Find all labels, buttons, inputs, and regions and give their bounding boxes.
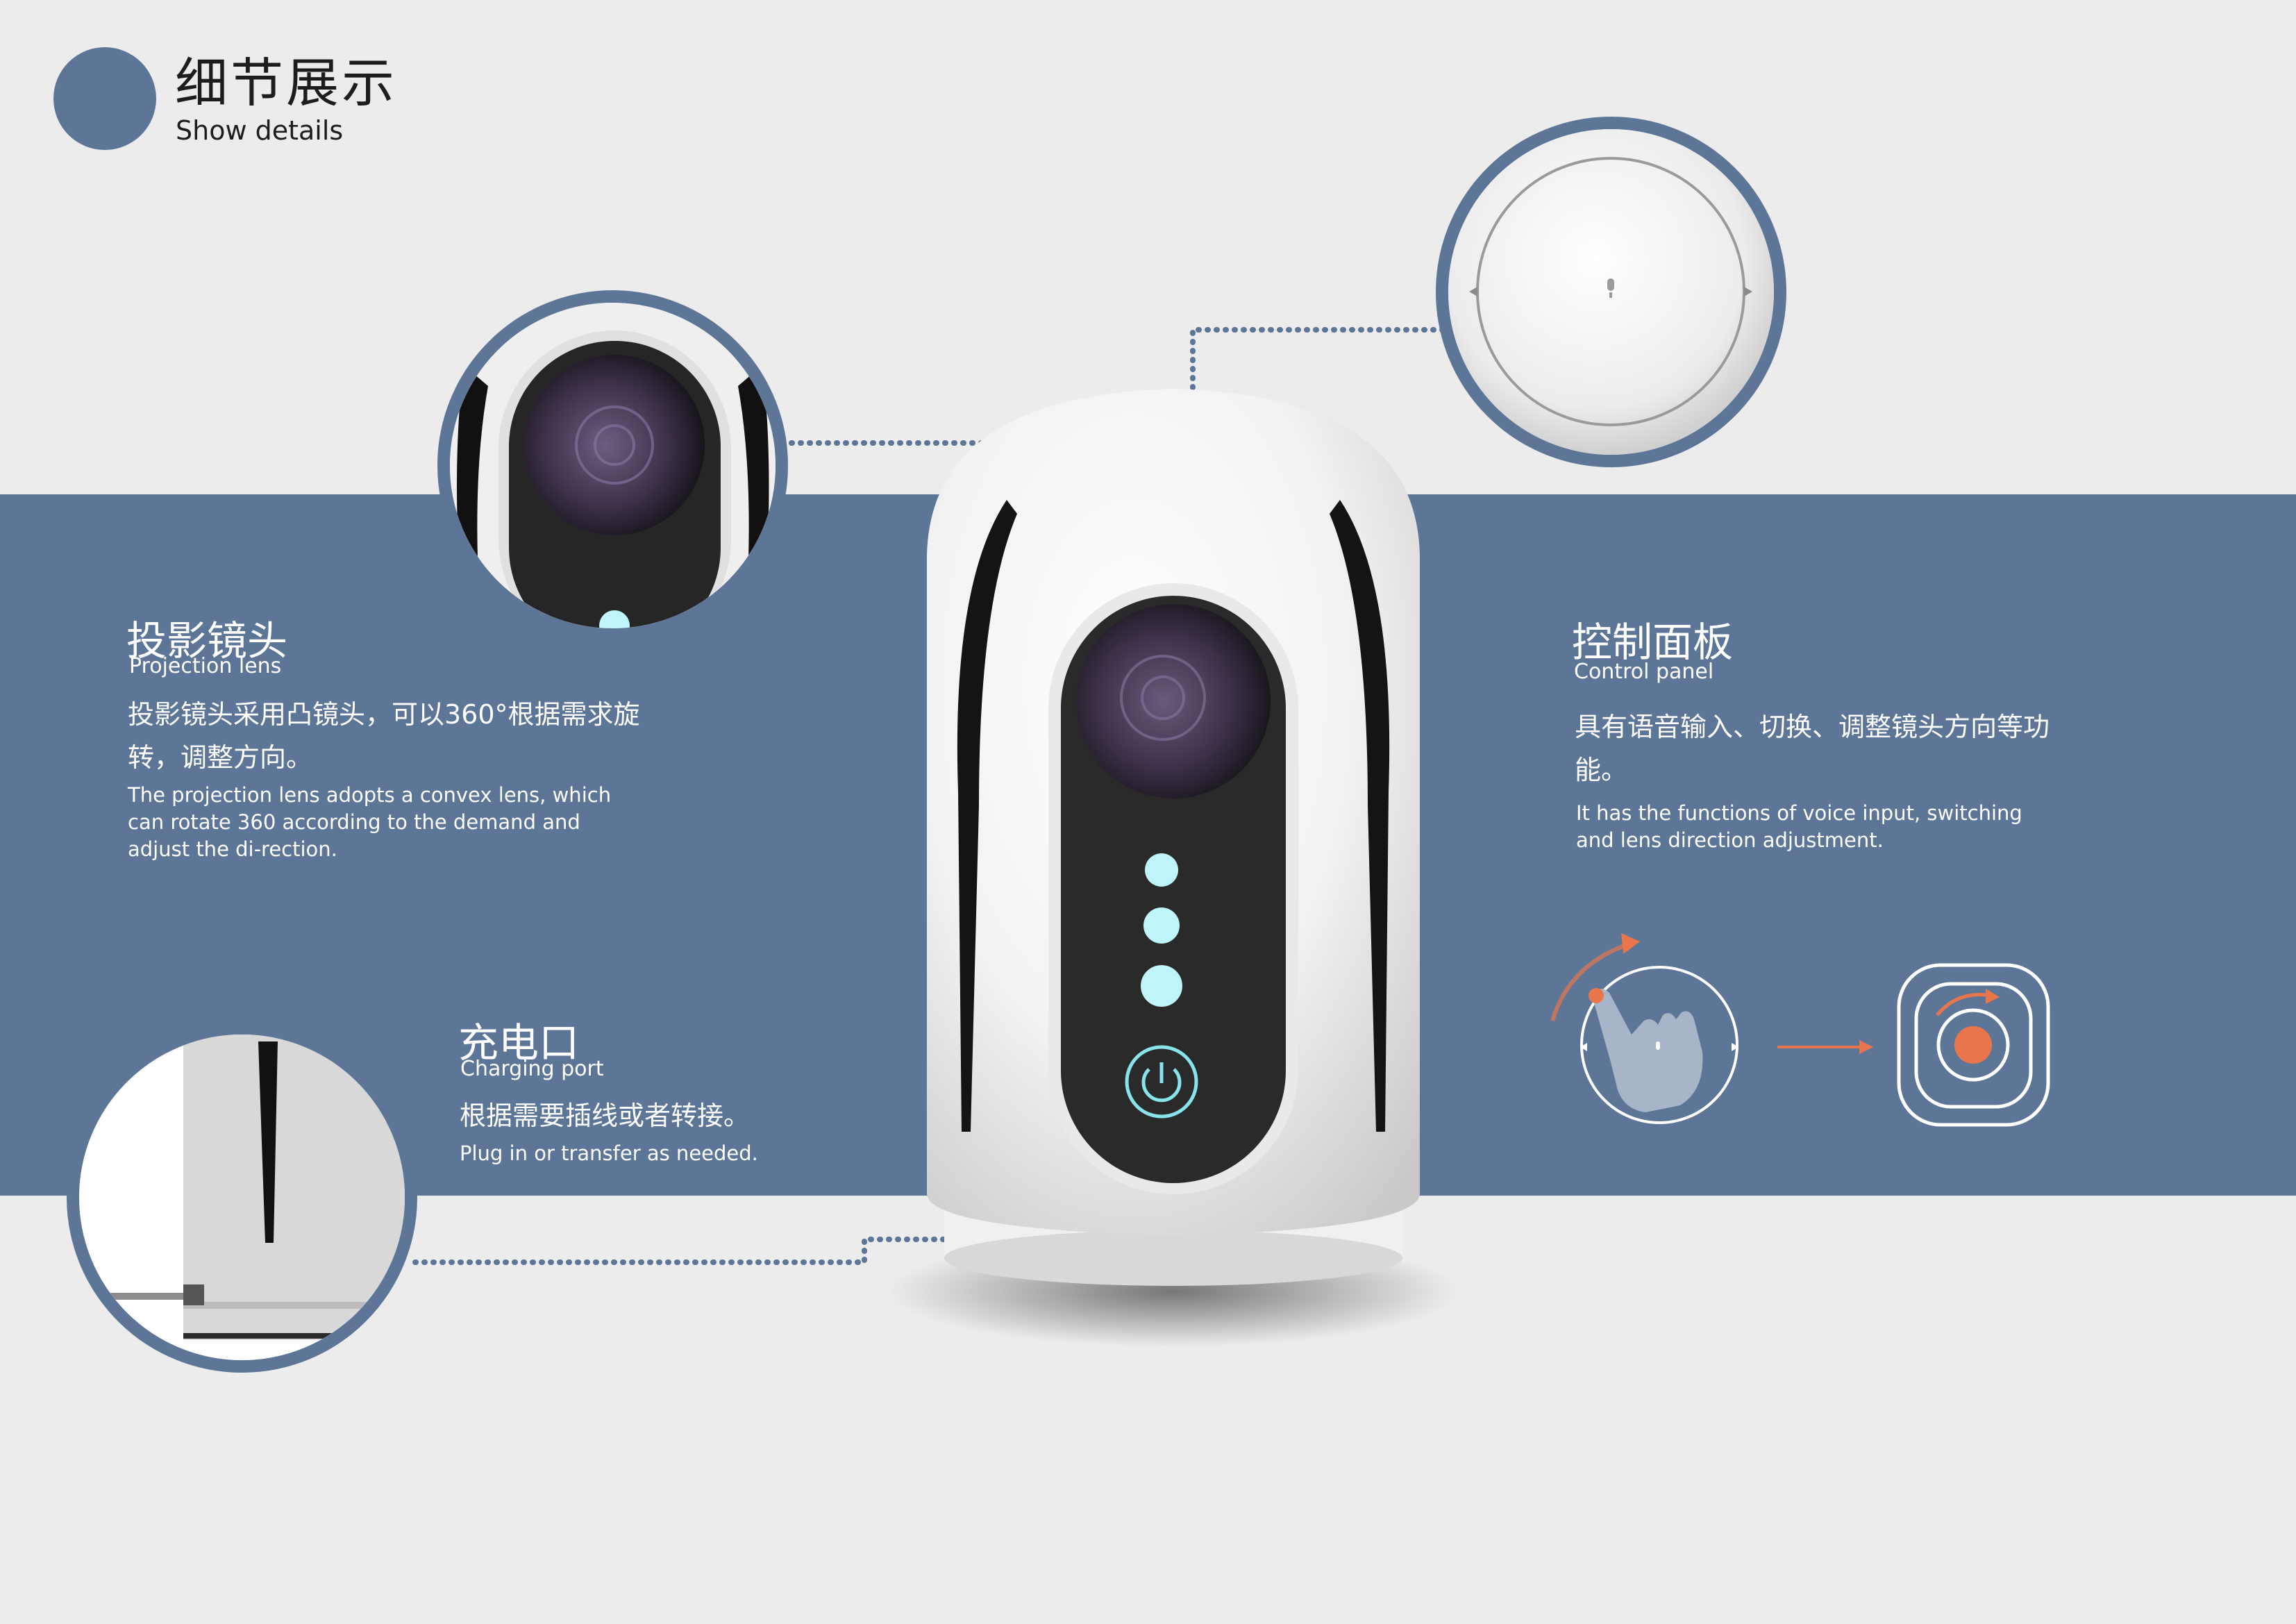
top-panel-closeup: [1448, 129, 1774, 455]
charging-desc-en: Plug in or transfer as needed.: [460, 1141, 758, 1165]
control-panel-detail-circle: [1436, 117, 1786, 467]
charging-desc-cn: 根据需要插线或者转接。: [460, 1100, 751, 1131]
rotate-arrow-icon: [1550, 933, 1640, 1021]
page-subtitle: Show details: [176, 115, 344, 146]
microphone-icon: [1607, 278, 1614, 298]
charging-closeup: [79, 1035, 405, 1360]
control-desc-cn: 具有语音输入、切换、调整镜头方向等功能。: [1575, 712, 2050, 785]
charging-connector: [412, 1237, 950, 1265]
charging-title-cn: 充电口: [458, 1019, 580, 1066]
control-title-cn: 控制面板: [1572, 619, 1734, 666]
control-gesture-illustration: [1550, 933, 2050, 1127]
lens-detail-circle: [437, 290, 788, 641]
hand-gesture-icon: [1589, 988, 1703, 1112]
projector-device: [889, 389, 1458, 1347]
microphone-icon: [1656, 1041, 1660, 1050]
control-title-en: Control panel: [1574, 660, 1714, 684]
power-icon: [1125, 1045, 1198, 1119]
focus-button-icon: [1897, 963, 2050, 1127]
charging-port-detail-circle: [67, 1022, 417, 1373]
arrow-right-icon: [1777, 1040, 1873, 1054]
control-desc-en: It has the functions of voice input, swi…: [1576, 801, 2022, 852]
header-dot: [53, 47, 156, 150]
lens-desc-en: The projection lens adopts a convex lens…: [128, 783, 612, 861]
charging-title-en: Charging port: [460, 1057, 604, 1081]
lens-closeup: [450, 303, 776, 628]
control-connector: [1190, 327, 1446, 416]
lens-title-cn: 投影镜头: [126, 617, 288, 664]
lens-title-en: Projection lens: [129, 654, 282, 678]
page-title: 细节展示: [175, 52, 397, 114]
lens-desc-cn: 投影镜头采用凸镜头，可以360°根据需求旋转，调整方向。: [128, 699, 640, 773]
